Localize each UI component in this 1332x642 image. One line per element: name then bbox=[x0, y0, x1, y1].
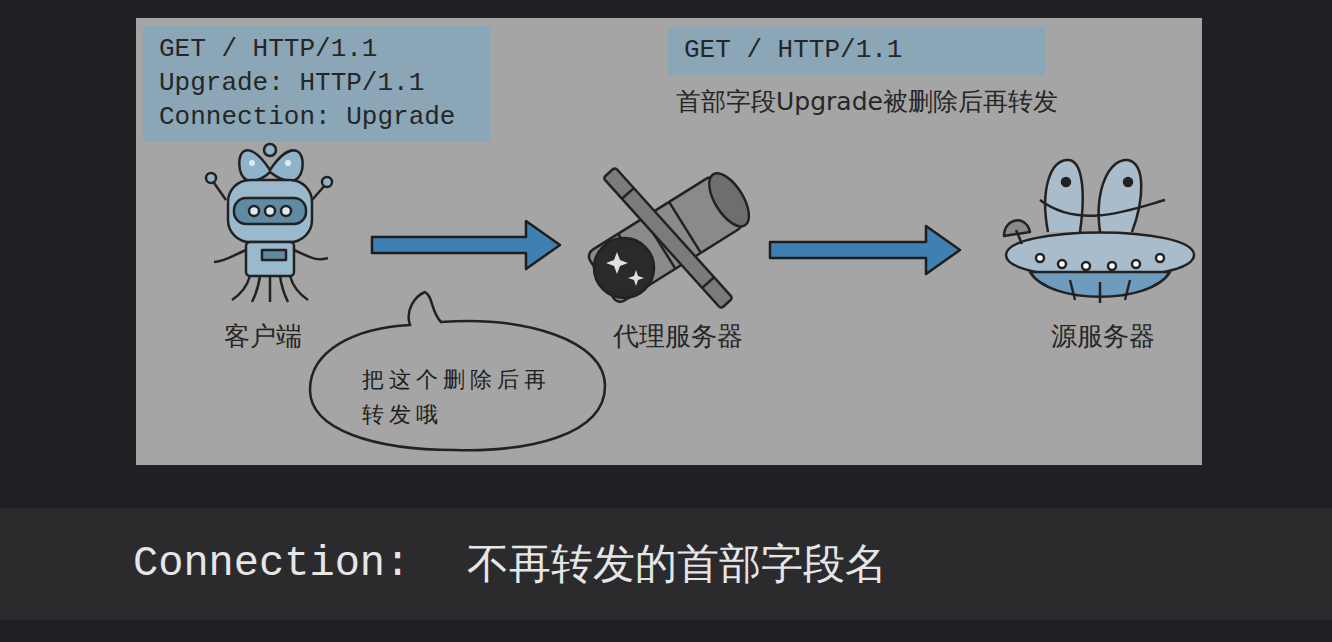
proxy-node: 代理服务器 bbox=[588, 130, 768, 352]
speech-bubble: 把这个删除后再转发哦 bbox=[305, 290, 610, 455]
node-caption: 源服务器 bbox=[1051, 320, 1155, 352]
figure-panel bbox=[136, 18, 1202, 465]
node-text: Connection: bbox=[133, 540, 410, 588]
server-node: 源服务器 bbox=[1003, 130, 1203, 352]
bubble-shape bbox=[310, 292, 605, 450]
client-robot bbox=[206, 144, 332, 302]
node-caption: 代理服务器 bbox=[613, 320, 743, 352]
proxy-machine bbox=[586, 167, 757, 309]
header-line: GET / HTTP/1.1 bbox=[159, 32, 475, 66]
client-node: 客户端 bbox=[190, 130, 336, 352]
annotation-label: 首部字段Upgrade被删除后再转发 bbox=[676, 86, 1058, 118]
header-line: GET / HTTP/1.1 bbox=[684, 33, 1029, 67]
node-text: 不再转发的首部字段名 bbox=[467, 536, 887, 592]
caption-band: Connection: 不再转发的首部字段名 bbox=[0, 508, 1332, 620]
header-line: Upgrade: HTTP/1.1 bbox=[159, 66, 475, 100]
request-box: GET / HTTP/1.1 bbox=[668, 27, 1045, 75]
origin-server bbox=[1004, 160, 1194, 303]
node-caption: 客户端 bbox=[224, 320, 302, 352]
header-line: Connection: Upgrade bbox=[159, 100, 475, 134]
flow-arrow bbox=[770, 226, 960, 274]
node-text: 把这个删除后再转发哦 bbox=[362, 362, 562, 432]
request-box: GET / HTTP/1.1Upgrade: HTTP/1.1Connectio… bbox=[143, 26, 491, 142]
flow-arrow bbox=[372, 221, 560, 269]
